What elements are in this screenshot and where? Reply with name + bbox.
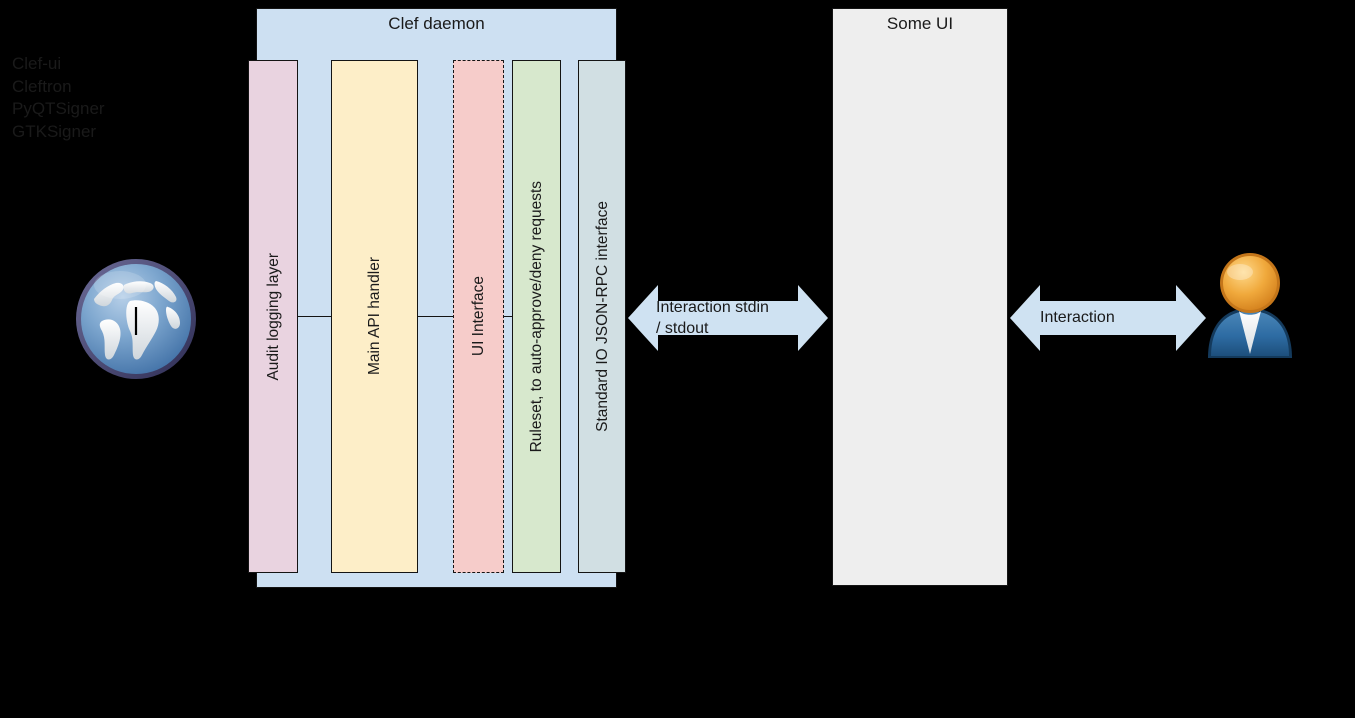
arrow-stdio-label: Interaction stdin / stdout — [656, 299, 769, 337]
clef-daemon-container — [256, 8, 617, 588]
lane-audit-label: Audit logging layer — [264, 252, 282, 381]
clef-daemon-title: Clef daemon — [388, 14, 485, 33]
list-item[interactable]: Clef-ui — [12, 54, 62, 73]
lane-stdio-label: Standard IO JSON-RPC interface — [593, 201, 611, 432]
lane-standard-io-jsonrpc[interactable]: Standard IO JSON-RPC interface — [578, 60, 626, 573]
some-ui-list: Clef-ui Cleftron PyQTSigner GTKSigner — [12, 53, 105, 143]
lane-api-label: Main API handler — [366, 257, 383, 376]
some-ui-title: Some UI — [886, 14, 954, 33]
lane-ruleset-label: Ruleset, to auto-approve/deny requests — [528, 180, 545, 453]
lane-audit-logging-layer[interactable]: Audit logging layer — [248, 60, 298, 573]
lane-ruleset[interactable]: Ruleset, to auto-approve/deny requests — [512, 60, 561, 573]
arrow-interaction-user: Interaction — [1010, 279, 1206, 357]
connector-audit-to-api — [297, 316, 332, 317]
arrow-interaction-stdin-stdout: Interaction stdin / stdout — [628, 279, 828, 357]
arrow-user-label: Interaction — [1040, 309, 1115, 326]
connector-ui-to-ruleset — [503, 316, 513, 317]
lane-ui-interface[interactable]: UI Interface — [453, 60, 504, 573]
list-item[interactable]: PyQTSigner — [12, 99, 105, 118]
lane-ui-label: UI Interface — [470, 276, 487, 357]
lane-main-api-handler[interactable]: Main API handler — [331, 60, 418, 573]
some-ui-container — [832, 8, 1008, 586]
globe-icon — [72, 255, 200, 383]
connector-api-to-ui — [417, 316, 454, 317]
list-item[interactable]: GTKSigner — [12, 121, 97, 141]
user-icon — [1200, 250, 1300, 360]
list-item[interactable]: Cleftron — [12, 76, 72, 96]
